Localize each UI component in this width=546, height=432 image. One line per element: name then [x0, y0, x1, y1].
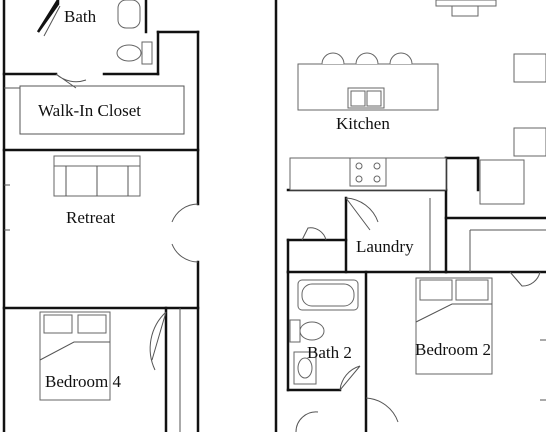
- cooktop: [349, 157, 387, 187]
- bedroom-2-door: [365, 397, 399, 423]
- vanity-sink: [117, 0, 141, 29]
- retreat-double-door: [171, 203, 199, 263]
- laundry-door: [345, 197, 379, 231]
- stool-2: [355, 52, 379, 65]
- label-bath-2: Bath 2: [307, 343, 352, 362]
- bedroom-4-furnishings: [39, 308, 181, 432]
- label-bath: Bath: [64, 7, 97, 26]
- toilet-bowl: [116, 44, 142, 62]
- sofa-back: [53, 155, 141, 167]
- bedroom-4-door: [149, 311, 167, 371]
- label-bedroom-2: Bedroom 2: [415, 340, 491, 359]
- label-laundry: Laundry: [356, 237, 414, 256]
- label-walk-in-closet: Walk-In Closet: [38, 101, 141, 120]
- bedroom-2-furnishings: [295, 229, 546, 432]
- bath-2-fixtures: [289, 279, 361, 391]
- left-wing-walls: [2, 0, 200, 432]
- room-labels: Bath Walk-In Closet Kitchen Retreat Laun…: [38, 7, 491, 391]
- bath-2-door: [339, 365, 361, 391]
- label-retreat: Retreat: [66, 208, 115, 227]
- kitchen-furnishings: [289, 0, 546, 205]
- toilet-2-tank: [289, 319, 301, 343]
- laundry-closet-door: [301, 227, 327, 241]
- bath-fixtures: [36, 0, 153, 89]
- retreat-furnishings: [4, 155, 199, 263]
- toilet-2-bowl: [299, 321, 325, 341]
- stool-3: [389, 52, 413, 65]
- closet-shelving: [4, 85, 185, 135]
- label-kitchen: Kitchen: [336, 114, 390, 133]
- laundry-fixtures: [301, 197, 431, 272]
- label-bedroom-4: Bedroom 4: [45, 372, 122, 391]
- bedroom-2-closet-door: [509, 271, 541, 287]
- toilet-tank: [141, 41, 153, 65]
- stool-1: [321, 52, 345, 65]
